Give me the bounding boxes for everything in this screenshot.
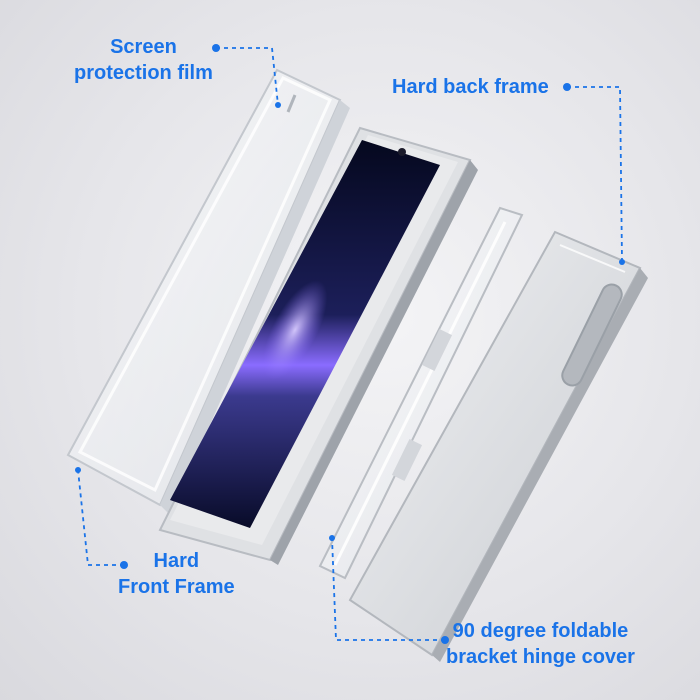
label-hard-back-frame: Hard back frame [392, 74, 549, 100]
hinge-cover [318, 206, 524, 580]
label-hard-front-frame: Hard Front Frame [118, 548, 235, 600]
label-line: Hard back frame [392, 76, 549, 98]
label-line: bracket hinge cover [446, 646, 635, 668]
label-line: protection film [74, 62, 213, 84]
label-screen-protection-film: Screen protection film [74, 34, 213, 86]
phone-body [158, 126, 478, 565]
front-frame-panel [66, 68, 350, 515]
callout-dots [75, 44, 625, 644]
callout-lines [77, 47, 623, 641]
label-line: Hard [153, 550, 200, 572]
label-line: 90 degree foldable [452, 620, 629, 642]
label-hinge-cover: 90 degree foldable bracket hinge cover [446, 618, 635, 670]
label-line: Screen [110, 36, 177, 58]
label-line: Front Frame [118, 576, 235, 598]
back-frame [348, 230, 648, 662]
